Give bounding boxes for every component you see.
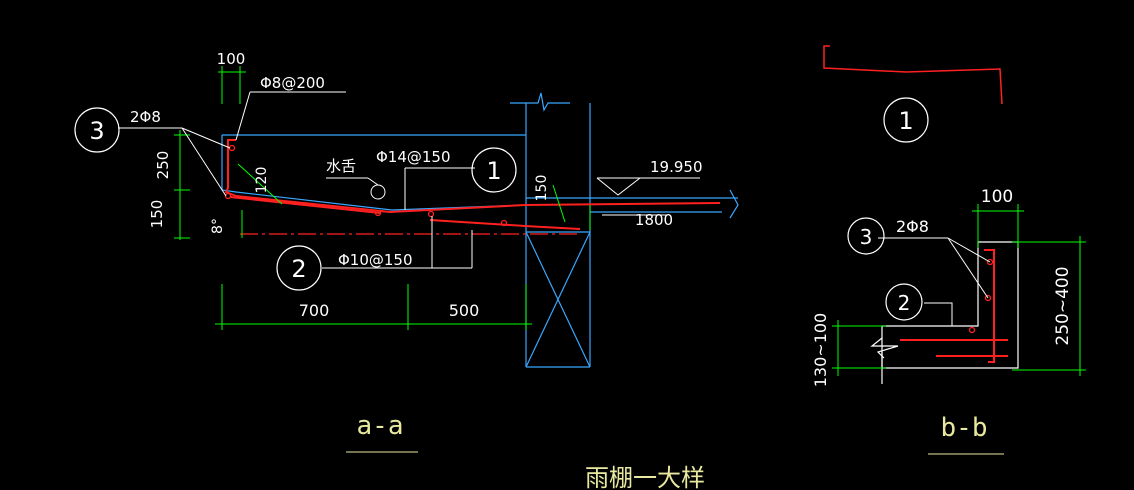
bb-dimension-lines <box>832 204 1086 376</box>
marker-1-aa: 1 <box>471 147 517 193</box>
svg-text:2: 2 <box>291 255 306 283</box>
drawing-title: 雨棚一大样 <box>585 464 705 490</box>
section-label-aa: a-a <box>357 411 404 441</box>
callout-top-stirrup: Φ8@200 <box>260 74 325 92</box>
section-aa: 3 1 2 100 Φ8@200 2Φ8 250 150 120 8° 水舌 Φ… <box>74 50 739 453</box>
rebar-dots <box>224 144 508 227</box>
marker-2-aa: 2 <box>276 245 322 291</box>
callout-drip: 水舌 <box>326 157 356 175</box>
dim-wall-150: 150 <box>534 175 550 202</box>
callout-bar2: Φ10@150 <box>338 251 413 269</box>
marker-3-bb: 3 <box>860 225 873 249</box>
callout-bar3-aa: 2Φ8 <box>130 108 161 126</box>
bb-dim-left-130-100: 130~100 <box>811 313 830 387</box>
dim-left-150: 150 <box>148 200 166 229</box>
dim-right-1800: 1800 <box>635 211 673 229</box>
canopy-outline <box>221 92 739 368</box>
dim-slope-120: 120 <box>254 167 270 194</box>
dimension-lines-aa <box>174 66 591 330</box>
dim-left-250: 250 <box>154 151 172 180</box>
svg-text:1: 1 <box>486 157 501 185</box>
callout-elevation: 19.950 <box>650 158 703 176</box>
bb-outline <box>870 241 1019 384</box>
bb-callout-bar3: 2Φ8 <box>896 217 929 236</box>
rebar-lines <box>224 139 721 235</box>
detail-1-bar-shape <box>823 45 1003 105</box>
leader-lines-aa <box>118 91 700 269</box>
dim-bottom-500: 500 <box>449 301 480 320</box>
bb-rebar <box>900 249 1008 363</box>
marker-3-aa: 3 <box>74 107 120 153</box>
svg-text:3: 3 <box>89 117 104 145</box>
bb-leaders <box>878 237 991 326</box>
callout-bar1: Φ14@150 <box>376 148 451 166</box>
detail-1-marker: 1 <box>898 107 913 135</box>
dim-angle-8: 8° <box>210 218 226 234</box>
bb-dim-top-100: 100 <box>981 187 1013 207</box>
dim-top-100: 100 <box>217 50 246 68</box>
section-label-bb: b-b <box>941 413 988 443</box>
dim-bottom-700: 700 <box>299 301 330 320</box>
detail-1: 1 <box>823 45 1003 143</box>
section-bb: 3 2 100 2Φ8 250~400 130~100 b-b <box>811 187 1086 455</box>
marker-2-bb: 2 <box>898 291 911 315</box>
bb-dim-right-250-400: 250~400 <box>1053 266 1073 345</box>
